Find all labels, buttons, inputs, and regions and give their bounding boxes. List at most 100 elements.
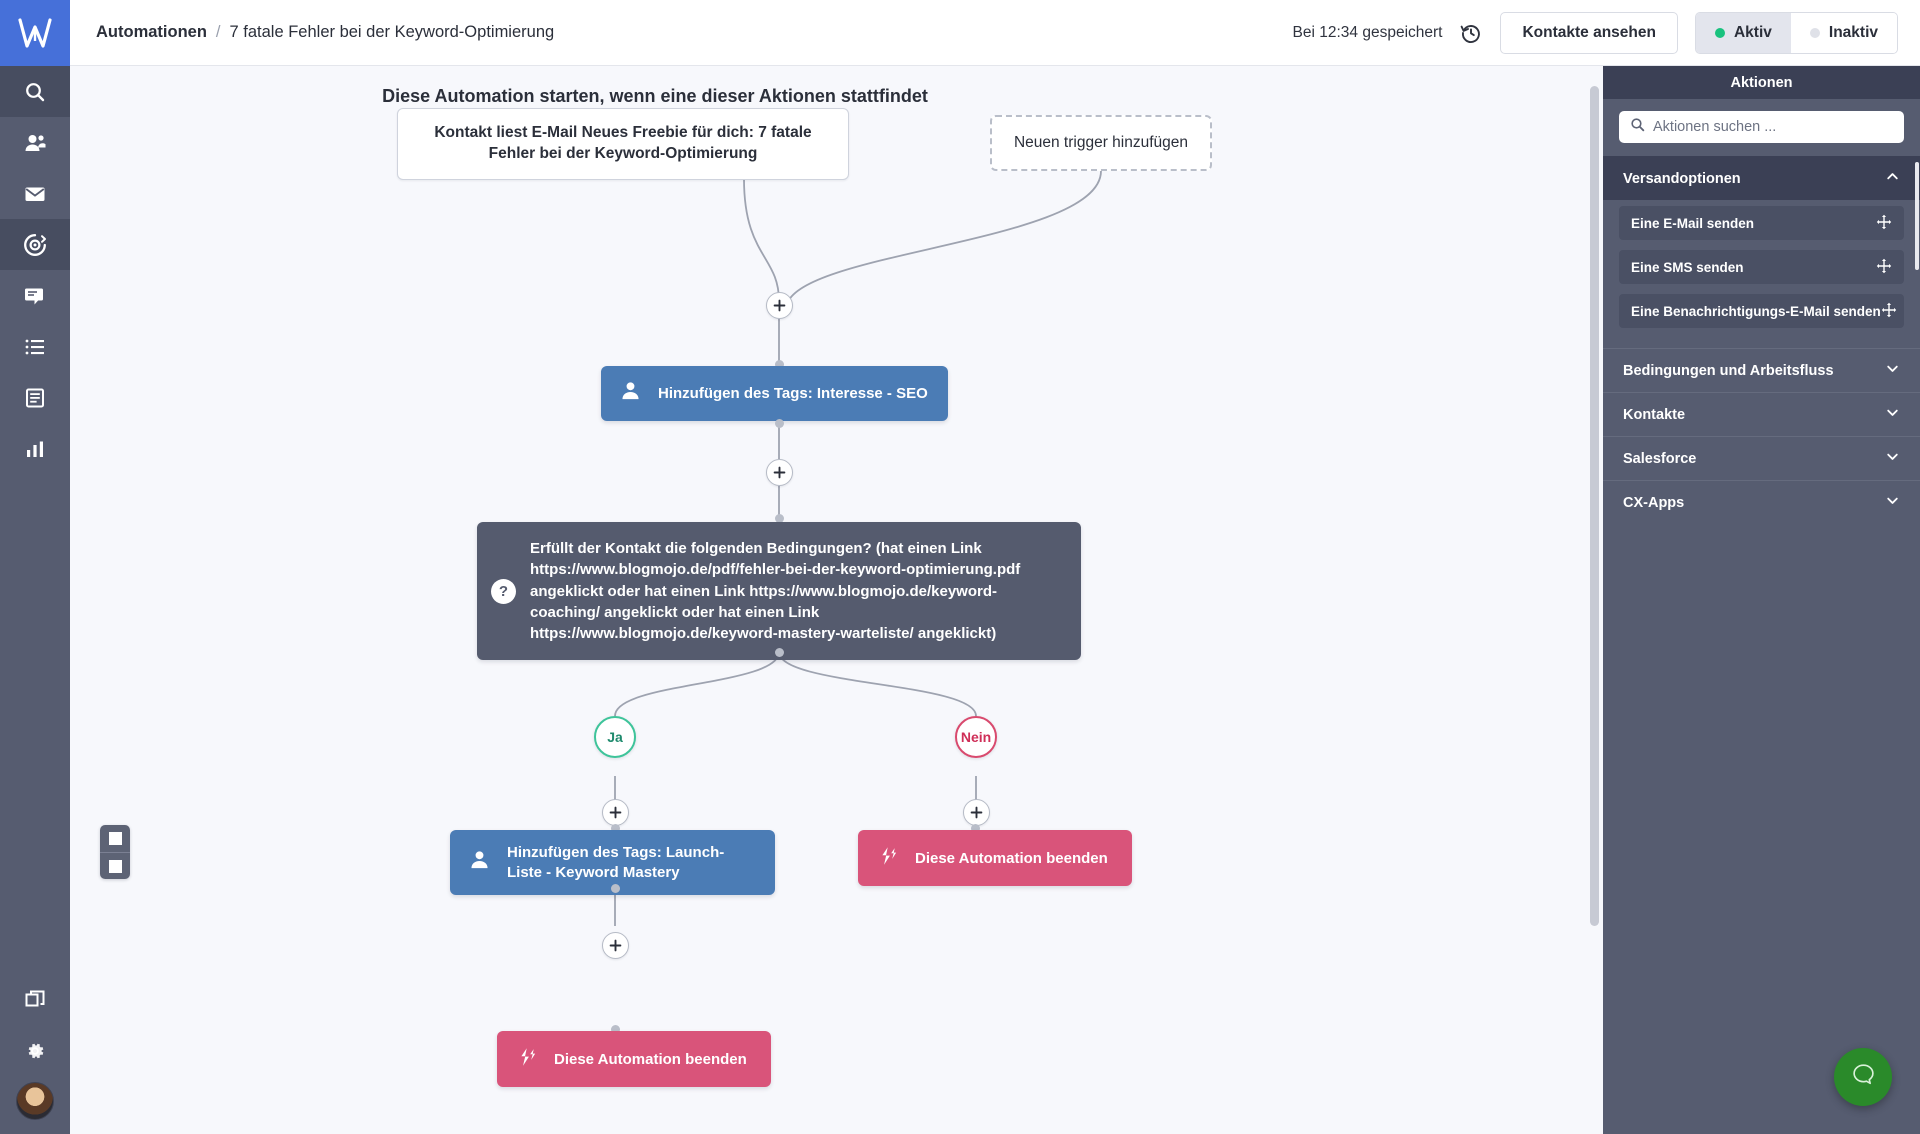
condition-node-body: ? Erfüllt der Kontakt die folgenden Bedi…: [477, 522, 1081, 661]
search-input[interactable]: [1653, 119, 1893, 135]
status-toggle: Aktiv Inaktiv: [1694, 11, 1898, 54]
add-step-button-2[interactable]: [766, 459, 793, 486]
branch-yes-label: Ja: [594, 716, 636, 758]
trigger-node-email-read[interactable]: Kontakt liest E-Mail Neues Freebie für d…: [397, 108, 849, 180]
branch-no[interactable]: Nein: [955, 716, 997, 758]
breadcrumb-separator: /: [215, 23, 221, 41]
end-automation-icon: [517, 1046, 539, 1072]
condition-anchor-bottom: [775, 648, 784, 657]
breadcrumb: Automationen / 7 fatale Fehler bei der K…: [96, 23, 554, 42]
node-end-automation-no[interactable]: Diese Automation beenden: [858, 830, 1132, 886]
sidebar-item-reports[interactable]: [0, 423, 70, 474]
end-yes-anchor-top: [611, 1025, 620, 1034]
status-label-inactive: Inaktiv: [1828, 23, 1878, 41]
status-toggle-inactive[interactable]: Inaktiv: [1790, 12, 1897, 53]
action-chip-send-email[interactable]: Eine E-Mail senden: [1619, 206, 1904, 240]
node-end-automation-yes[interactable]: Diese Automation beenden: [497, 1031, 771, 1087]
sidebar-item-email[interactable]: [0, 168, 70, 219]
status-label-active: Aktiv: [1733, 23, 1772, 41]
sidebar-item-conversations[interactable]: [0, 270, 70, 321]
zoom-in-button[interactable]: [100, 825, 130, 852]
add-step-button-1[interactable]: [766, 292, 793, 319]
chevron-up-icon: [1885, 169, 1900, 188]
end-node-label: Diese Automation beenden: [554, 1050, 747, 1068]
node-anchor-top: [775, 360, 784, 369]
zoom-out-button[interactable]: [100, 852, 130, 879]
question-mark-icon: ?: [491, 578, 516, 604]
action-chip-label: Eine SMS senden: [1631, 259, 1744, 275]
status-dot-active: [1714, 27, 1725, 38]
actions-search-box[interactable]: [1619, 111, 1904, 143]
action-node-label: Hinzufügen des Tags: Launch-Liste - Keyw…: [507, 844, 725, 881]
action-node-label: Hinzufügen des Tags: Interesse - SEO: [658, 384, 928, 402]
canvas-scrollbar[interactable]: [1590, 86, 1599, 926]
sidebar-item-settings[interactable]: [0, 1025, 70, 1076]
chevron-down-icon: [1885, 361, 1900, 380]
sidebar-item-pages[interactable]: [0, 372, 70, 423]
launch-node-anchor-top: [611, 824, 620, 833]
action-chip-send-sms[interactable]: Eine SMS senden: [1619, 250, 1904, 284]
drag-move-icon[interactable]: [1876, 214, 1892, 233]
add-step-button-yes[interactable]: [602, 799, 629, 826]
contact-person-icon: [468, 848, 491, 877]
end-node-body: Diese Automation beenden: [858, 830, 1132, 886]
action-chip-label: Eine Benachrichtigungs-E-Mail senden: [1631, 303, 1881, 319]
sidebar-item-automations[interactable]: [0, 219, 70, 270]
branch-no-label: Nein: [955, 716, 997, 758]
end-no-anchor-top: [971, 824, 980, 833]
contacts-icon: [23, 131, 47, 155]
action-chip-label: Eine E-Mail senden: [1631, 215, 1755, 231]
drag-move-icon[interactable]: [1881, 302, 1897, 321]
drag-move-icon[interactable]: [1876, 258, 1892, 277]
condition-node-label: Erfüllt der Kontakt die folgenden Beding…: [530, 540, 1021, 643]
canvas-title: Diese Automation starten, wenn eine dies…: [382, 86, 928, 106]
panel-group-title: Salesforce: [1623, 450, 1697, 467]
chevron-down-icon: [1885, 449, 1900, 468]
panel-group-bedingungen-und-arbeitsfluss[interactable]: Bedingungen und Arbeitsfluss: [1603, 348, 1920, 392]
panel-group-cx-apps[interactable]: CX-Apps: [1603, 480, 1920, 524]
end-node-label: Diese Automation beenden: [915, 849, 1108, 867]
add-step-button-no[interactable]: [963, 799, 990, 826]
chat-message-icon: [23, 284, 47, 308]
action-chip-send-notification-email[interactable]: Eine Benachrichtigungs-E-Mail senden: [1619, 294, 1904, 328]
brand-logo[interactable]: [0, 0, 70, 66]
apps-stack-icon: [23, 988, 47, 1012]
trigger-label: Kontakt liest E-Mail Neues Freebie für d…: [397, 108, 849, 180]
trigger-add-new-button[interactable]: Neuen trigger hinzufügen: [990, 115, 1212, 171]
status-toggle-active[interactable]: Aktiv: [1695, 12, 1791, 53]
list-icon: [23, 335, 47, 359]
bar-chart-icon: [23, 437, 47, 461]
sidebar-item-search[interactable]: [0, 66, 70, 117]
add-step-button-3[interactable]: [602, 932, 629, 959]
avatar[interactable]: [16, 1082, 54, 1120]
automation-canvas[interactable]: Diese Automation starten, wenn eine dies…: [70, 66, 1603, 1134]
sidebar-item-apps[interactable]: [0, 974, 70, 1025]
actions-panel: Aktionen Versandoptionen Eine E-Mail sen…: [1603, 66, 1920, 1134]
zoom-controls: [100, 825, 130, 879]
branch-yes[interactable]: Ja: [594, 716, 636, 758]
actions-panel-title: Aktionen: [1603, 66, 1920, 99]
top-bar-actions: Bei 12:34 gespeichert Kontakte ansehen A…: [1293, 11, 1898, 54]
chevron-down-icon: [1885, 405, 1900, 424]
history-revert-icon[interactable]: [1459, 21, 1483, 45]
node-condition[interactable]: ? Erfüllt der Kontakt die folgenden Bedi…: [477, 522, 1081, 661]
end-node-body: Diese Automation beenden: [497, 1031, 771, 1087]
actions-search-wrap: [1603, 99, 1920, 156]
panel-group-kontakte[interactable]: Kontakte: [1603, 392, 1920, 436]
breadcrumb-root-link[interactable]: Automationen: [96, 23, 207, 41]
panel-scrollbar[interactable]: [1915, 162, 1919, 270]
sidebar-item-lists[interactable]: [0, 321, 70, 372]
left-nav-rail: [0, 0, 70, 1134]
panel-group-title: Versandoptionen: [1623, 170, 1741, 187]
node-add-tag-seo[interactable]: Hinzufügen des Tags: Interesse - SEO: [601, 366, 948, 421]
help-chat-button[interactable]: [1834, 1048, 1892, 1106]
end-automation-icon: [878, 845, 900, 871]
panel-group-salesforce[interactable]: Salesforce: [1603, 436, 1920, 480]
panel-group-versandoptionen[interactable]: Versandoptionen: [1603, 156, 1920, 200]
document-icon: [23, 386, 47, 410]
breadcrumb-current: 7 fatale Fehler bei der Keyword-Optimier…: [229, 23, 555, 41]
sidebar-item-contacts[interactable]: [0, 117, 70, 168]
view-contacts-button[interactable]: Kontakte ansehen: [1500, 11, 1678, 54]
panel-group-title: CX-Apps: [1623, 494, 1685, 511]
